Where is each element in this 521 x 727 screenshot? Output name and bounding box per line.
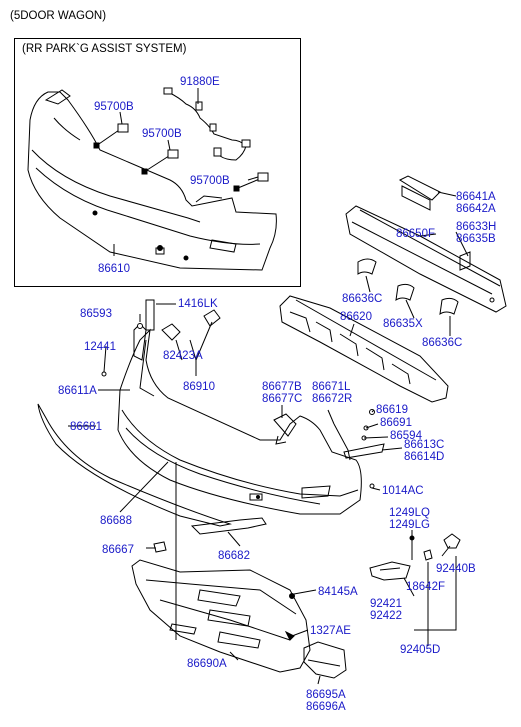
label-86910[interactable]: 86910 [183,381,215,393]
label-86594[interactable]: 86594 [390,430,422,442]
label-1014ac[interactable]: 1014AC [382,485,424,497]
label-86682[interactable]: 86682 [218,550,250,562]
label-86636c-2[interactable]: 86636C [422,337,463,349]
label-82423a[interactable]: 82423A [163,350,203,362]
label-86695a[interactable]: 86695A [306,689,346,701]
label-1327ae[interactable]: 1327AE [310,625,351,637]
label-84145a[interactable]: 84145A [318,586,358,598]
label-92421[interactable]: 92421 [370,598,402,610]
label-1249lq[interactable]: 1249LQ [389,507,430,519]
license-lamp [369,533,461,581]
label-86613c[interactable]: 86613C [404,439,445,451]
label-86635x[interactable]: 86635X [383,318,423,330]
label-92405d[interactable]: 92405D [400,644,441,656]
beam-brackets [357,258,459,316]
bumper-moldings [37,403,267,553]
label-95700b-3[interactable]: 95700B [190,175,230,187]
reinforcement-beam [345,175,507,313]
label-12441[interactable]: 12441 [84,341,116,353]
label-91880e[interactable]: 91880E [180,76,220,88]
label-86620[interactable]: 86620 [340,311,372,323]
label-86593[interactable]: 86593 [80,308,112,320]
label-86688[interactable]: 86688 [100,515,132,527]
label-92440b[interactable]: 92440B [436,563,476,575]
label-86672r[interactable]: 86672R [312,393,353,405]
label-1249lg[interactable]: 1249LG [389,519,430,531]
label-86641a[interactable]: 86641A [456,191,496,203]
label-86614d[interactable]: 86614D [404,451,445,463]
label-86667[interactable]: 86667 [102,544,134,556]
label-18642f[interactable]: 18642F [406,581,446,593]
energy-absorber [279,295,449,403]
label-86681[interactable]: 86681 [70,421,102,433]
label-1416lk[interactable]: 1416LK [178,298,218,310]
label-95700b-1[interactable]: 95700B [94,101,134,113]
park-assist-inset-frame [14,38,301,287]
label-86677c[interactable]: 86677C [262,393,303,405]
label-95700b-2[interactable]: 95700B [142,128,182,140]
park-sensor-harness [163,87,251,161]
label-86691[interactable]: 86691 [380,417,412,429]
label-86677b[interactable]: 86677B [262,381,302,393]
label-86635b[interactable]: 86635B [456,233,496,245]
inset-bumper-drawing [27,89,277,271]
label-86642a[interactable]: 86642A [456,203,496,215]
label-86611a[interactable]: 86611A [58,385,97,397]
label-86696a[interactable]: 86696A [306,701,346,713]
label-86650f[interactable]: 86650F [396,228,436,240]
page-title: (5DOOR WAGON) [10,10,107,22]
side-brackets [101,299,221,377]
rear-bumper-cover [117,328,362,515]
park-sensors [93,123,269,192]
label-86633h[interactable]: 86633H [456,221,497,233]
label-86690a[interactable]: 86690A [187,658,227,670]
label-86610[interactable]: 86610 [98,263,130,275]
under-cover [131,559,347,679]
label-86671l[interactable]: 86671L [312,381,351,393]
inset-title: (RR PARK`G ASSIST SYSTEM) [22,43,187,55]
label-92422[interactable]: 92422 [370,610,402,622]
rr-reflector-brackets [273,409,385,489]
label-86619[interactable]: 86619 [376,404,408,416]
label-86636c-1[interactable]: 86636C [342,293,383,305]
